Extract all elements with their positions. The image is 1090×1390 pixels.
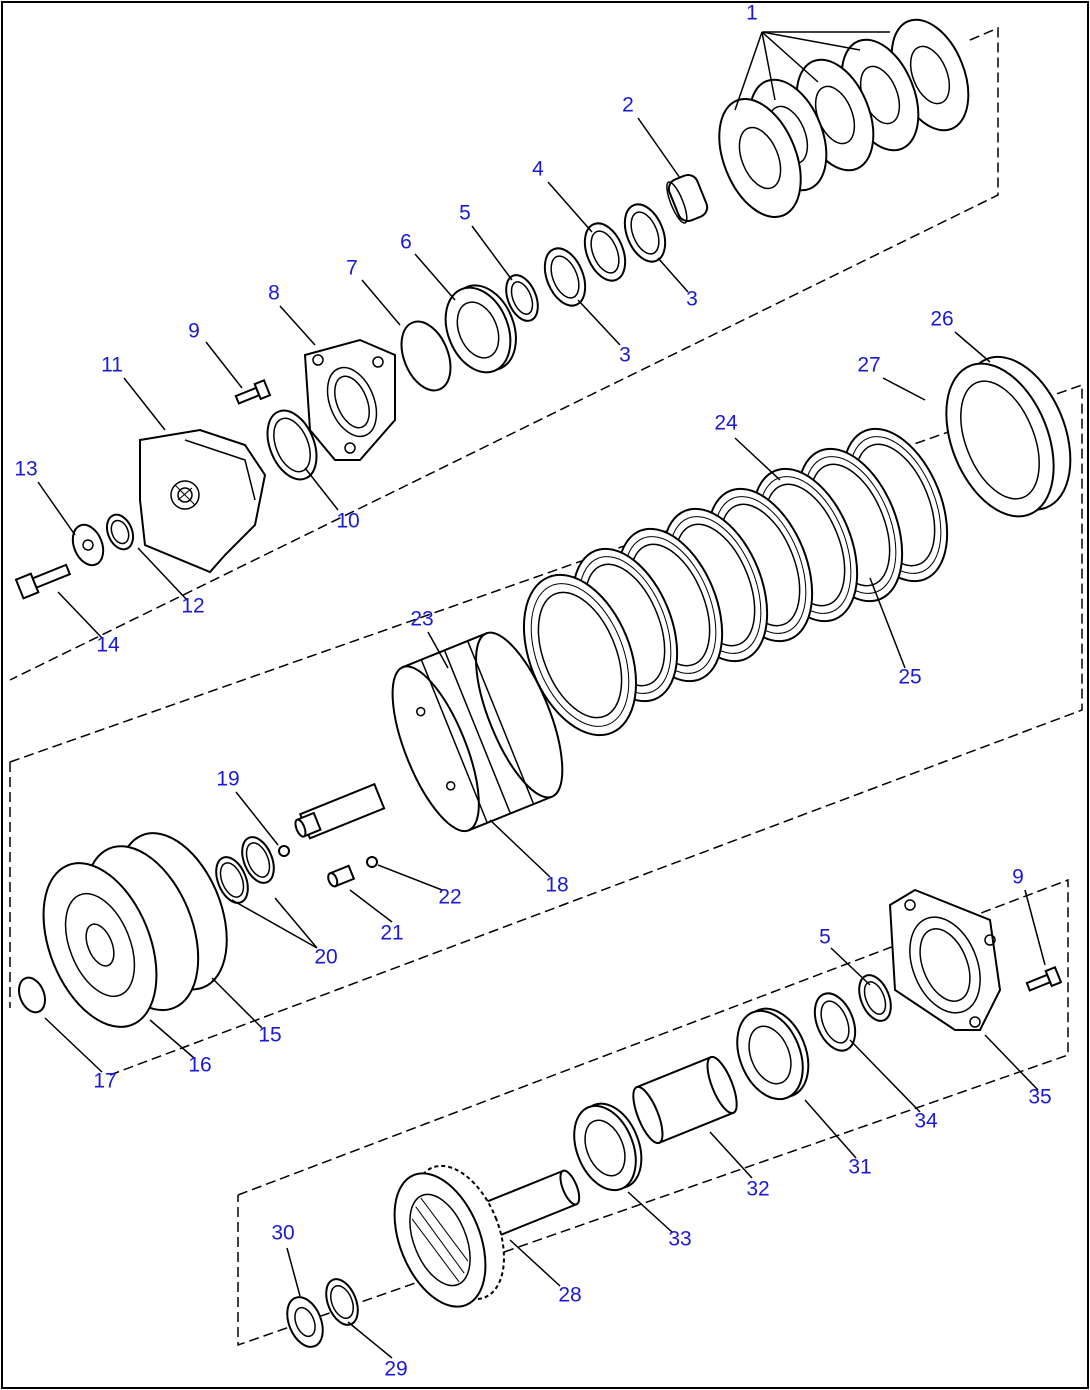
part-17-plug (17, 976, 47, 1014)
callout-11: 11 (101, 354, 123, 377)
callout-20: 20 (314, 946, 337, 969)
callout-21: 21 (380, 922, 403, 945)
callout-27: 27 (857, 354, 880, 377)
part-35-cover (888, 888, 1002, 1031)
group-boundaries (9, 26, 1083, 1347)
part-9-bolt-upper (234, 379, 272, 405)
part-11-yoke (139, 428, 267, 574)
callout-3-b: 3 (619, 344, 631, 367)
callout-29: 29 (384, 1358, 407, 1381)
part-24-25-clutch-pack (522, 427, 949, 737)
callout-5: 5 (459, 202, 471, 225)
part-30-nut (286, 1296, 324, 1348)
part-29-ring (325, 1278, 359, 1326)
callout-28: 28 (558, 1284, 581, 1307)
part-12-ring (105, 513, 135, 551)
part-19-ball (278, 845, 290, 857)
part-8-retainer-plate (303, 338, 396, 461)
callout-14: 14 (96, 634, 120, 657)
callout-23: 23 (410, 608, 433, 631)
part-26-27-piston (945, 355, 1072, 518)
part-28-gear-shaft (393, 1164, 581, 1308)
part-6-bearing (444, 284, 517, 374)
part-9-bolt-lower (1025, 966, 1063, 992)
callout-4: 4 (532, 158, 544, 181)
callout-24: 24 (714, 412, 738, 435)
callout-6: 6 (400, 231, 412, 254)
part-15-16-piston-housing (42, 832, 228, 1028)
part-5-snap-ring (505, 274, 539, 322)
callout-26: 26 (930, 308, 953, 331)
callout-19: 19 (216, 768, 239, 791)
part-31-bearing (736, 1007, 810, 1101)
part-21-22-plug-ball (327, 856, 378, 888)
callout-2: 2 (622, 94, 634, 117)
leader-lines (37, 31, 1046, 1359)
part-7-o-ring (400, 320, 452, 392)
callout-25: 25 (898, 666, 921, 689)
callout-16: 16 (188, 1054, 211, 1077)
part-23-18-clutch-drum (391, 631, 564, 833)
callout-12: 12 (181, 595, 204, 618)
callout-34: 34 (914, 1110, 938, 1133)
part-18-shaft (294, 782, 386, 840)
callout-33: 33 (668, 1228, 691, 1251)
callout-9-upper: 9 (188, 320, 200, 343)
part-20-rings (215, 836, 275, 904)
part-3-4-rings (543, 203, 667, 307)
part-1-disc-stack (718, 18, 970, 219)
callout-labels: 1 2 3 3 4 5 6 7 8 9 10 11 12 13 14 23 24… (14, 2, 1051, 1381)
part-2-sleeve (666, 174, 709, 224)
callout-5-lower: 5 (819, 926, 831, 949)
callout-32: 32 (746, 1178, 769, 1201)
callout-30: 30 (271, 1222, 294, 1245)
part-32-sleeve (632, 1055, 738, 1145)
callout-18: 18 (545, 874, 568, 897)
callout-10: 10 (336, 510, 359, 533)
callout-15: 15 (258, 1024, 281, 1047)
callout-9-lower: 9 (1012, 866, 1024, 889)
callout-35: 35 (1028, 1086, 1051, 1109)
callout-1: 1 (746, 2, 758, 25)
part-33-bearing (573, 1102, 643, 1192)
callout-7: 7 (346, 257, 358, 280)
part-5-snap-ring-lower (858, 974, 892, 1022)
callout-22: 22 (438, 886, 461, 909)
callout-3-a: 3 (686, 288, 698, 311)
part-10-seal (266, 409, 318, 481)
callout-31: 31 (848, 1156, 871, 1179)
callout-8: 8 (268, 282, 280, 305)
callout-17: 17 (93, 1070, 116, 1093)
part-13-washer (71, 523, 105, 567)
callout-13: 13 (14, 458, 37, 481)
part-14-bolt (14, 563, 72, 600)
part-34-ring (813, 992, 857, 1052)
